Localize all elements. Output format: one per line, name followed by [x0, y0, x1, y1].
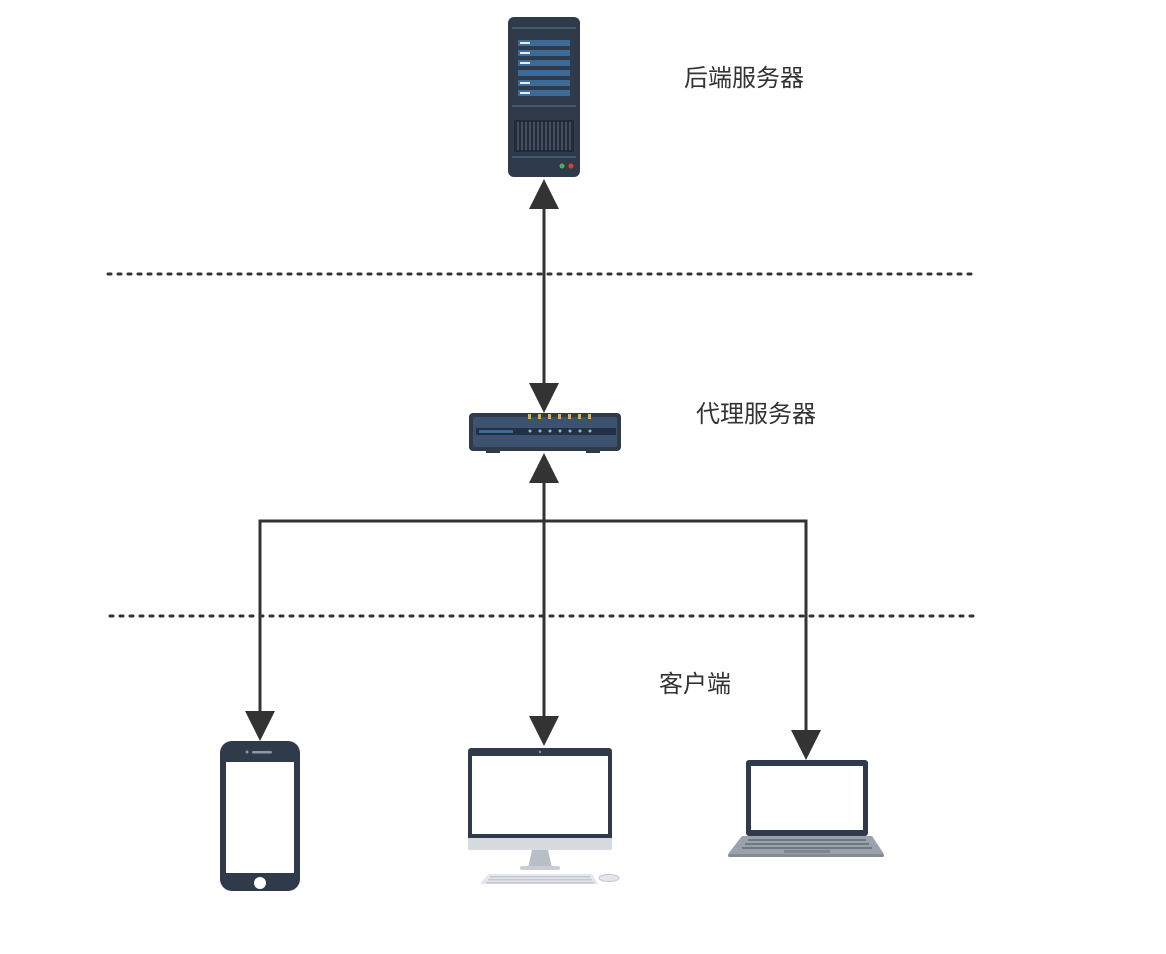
proxy-server-label: 代理服务器	[696, 400, 816, 428]
edge-proxy-smartphone	[245, 519, 544, 741]
laptop-icon	[728, 760, 884, 857]
client-label: 客户端	[659, 670, 731, 698]
backend-server-label: 后端服务器	[684, 64, 804, 92]
edge-proxy-laptop	[544, 519, 821, 760]
desktop-monitor-icon	[468, 748, 620, 884]
smartphone-icon	[220, 741, 300, 891]
server-tower-icon	[508, 17, 580, 177]
network-switch-icon	[469, 413, 621, 453]
